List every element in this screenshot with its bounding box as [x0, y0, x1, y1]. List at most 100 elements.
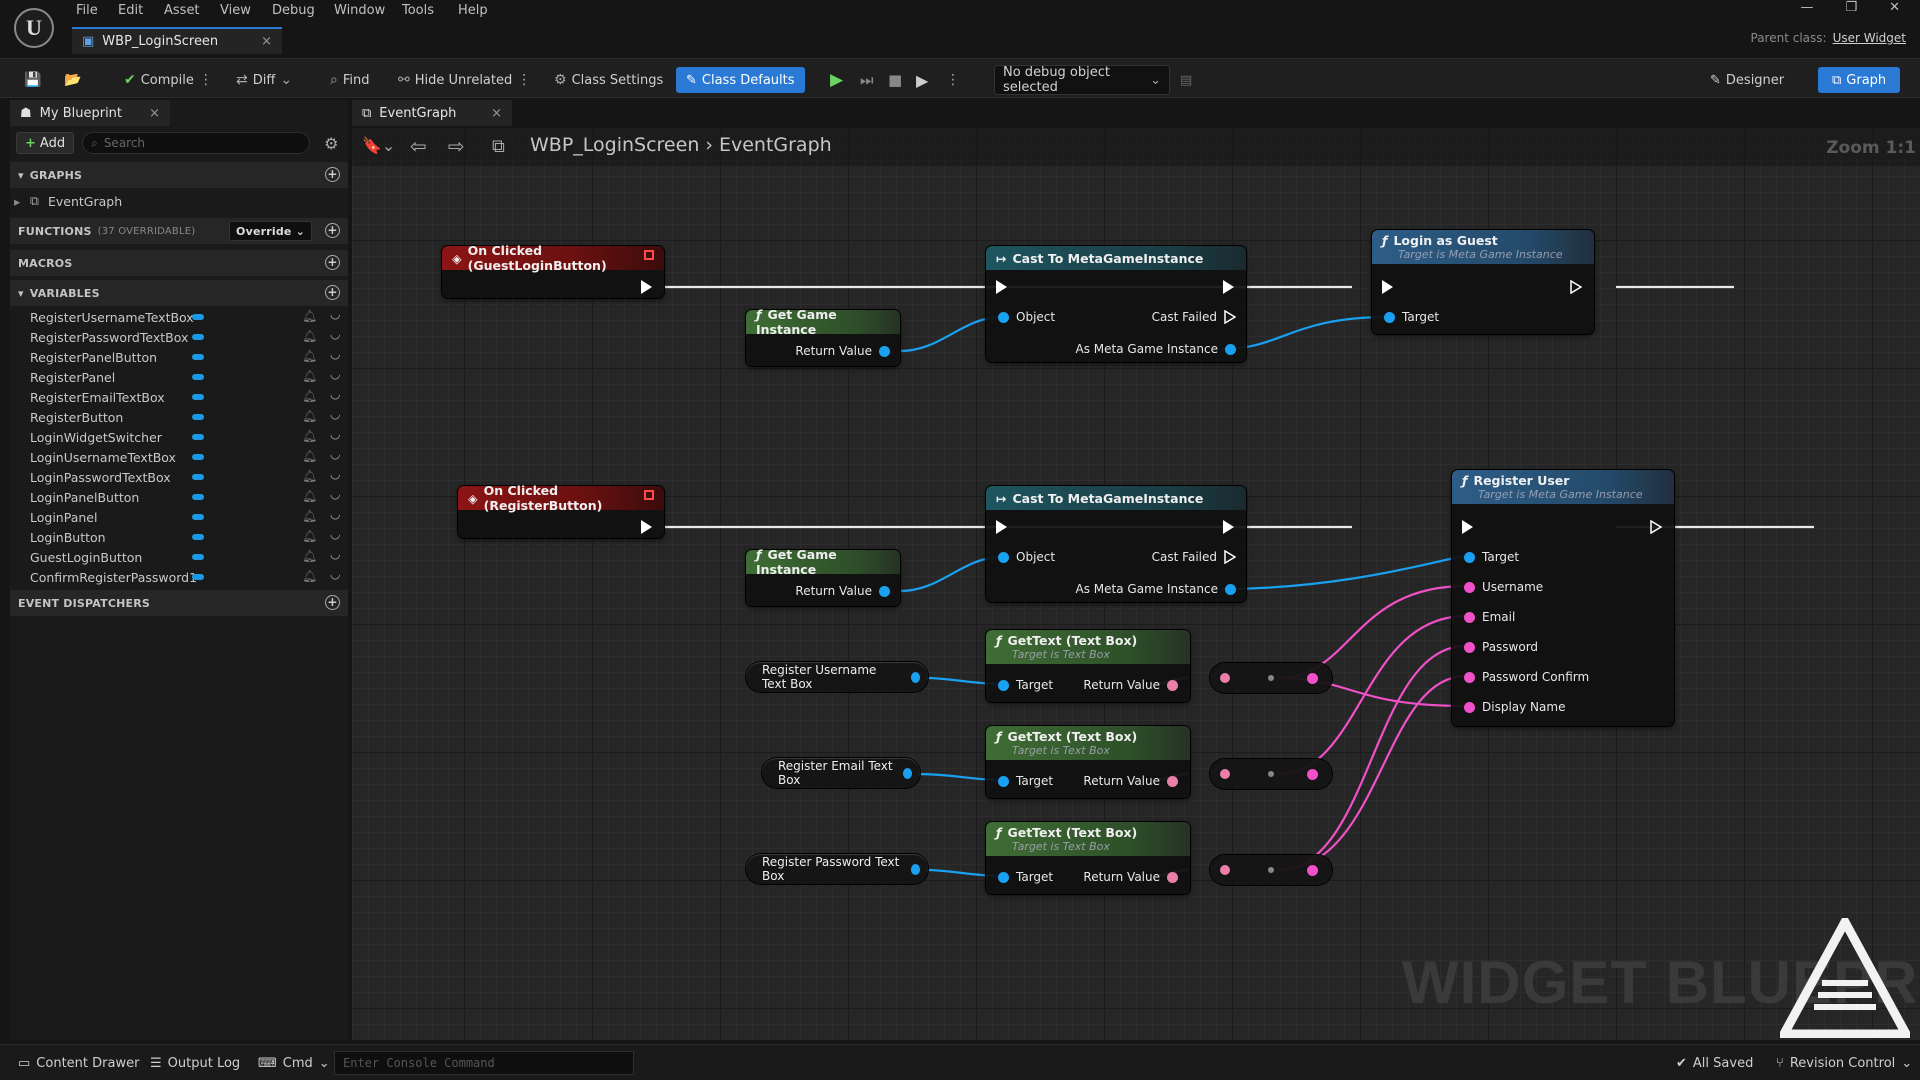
replication-icon[interactable]: 🔔︎ [302, 469, 318, 483]
class-settings-button[interactable]: ⚙ Class Settings [554, 67, 663, 93]
document-tab[interactable]: ▣ WBP_LoginScreen × [72, 27, 282, 54]
var-node-register-password[interactable]: Register Password Text Box [746, 854, 928, 884]
variable-item[interactable]: LoginPanel🔔︎◡ [10, 507, 348, 527]
visibility-eye-icon[interactable]: ◡ [330, 487, 341, 501]
gear-icon[interactable]: ⚙ [324, 133, 339, 153]
event-delegate-icon[interactable] [644, 490, 654, 500]
visibility-eye-icon[interactable]: ◡ [330, 567, 341, 581]
add-variable-icon[interactable]: + [325, 285, 340, 300]
exec-out-pin[interactable] [1223, 280, 1234, 294]
exec-in-pin[interactable] [1462, 520, 1473, 534]
step-icon[interactable]: ⏭ [860, 71, 874, 89]
cast-failed-pin[interactable]: Cast Failed [1152, 310, 1236, 324]
variable-item[interactable]: LoginButton🔔︎◡ [10, 527, 348, 547]
text-to-string-node[interactable] [1210, 663, 1332, 693]
replication-icon[interactable]: 🔔︎ [302, 509, 318, 523]
cmd-dropdown[interactable]: ⌨Cmd⌄ [258, 1053, 330, 1073]
password-confirm-pin[interactable]: Password Confirm [1464, 670, 1589, 684]
replication-icon[interactable]: 🔔︎ [302, 409, 318, 423]
replication-icon[interactable]: 🔔︎ [302, 529, 318, 543]
replication-icon[interactable]: 🔔︎ [302, 429, 318, 443]
return-value-pin[interactable]: Return Value [1083, 678, 1178, 692]
debug-object-select[interactable]: No debug object selected ⌄ [994, 65, 1170, 95]
class-defaults-button[interactable]: ✎ Class Defaults [676, 67, 805, 93]
visibility-eye-icon[interactable]: ◡ [330, 467, 341, 481]
more-options-icon[interactable]: ⋮ [946, 72, 960, 88]
return-value-pin[interactable]: Return Value [795, 344, 890, 358]
visibility-eye-icon[interactable]: ◡ [330, 327, 341, 341]
override-dropdown[interactable]: Override⌄ [229, 221, 312, 241]
email-pin[interactable]: Email [1464, 610, 1515, 624]
cast-node[interactable]: ↦Cast To MetaGameInstance Object Cast Fa… [986, 486, 1246, 602]
browse-icon[interactable]: 📂 [64, 72, 82, 88]
more-options-icon[interactable]: ⋮ [198, 72, 213, 88]
designer-button[interactable]: ✎ Designer [1710, 67, 1784, 93]
stop-icon[interactable]: ■ [888, 71, 903, 89]
add-dispatcher-icon[interactable]: + [325, 595, 340, 610]
text-to-string-node[interactable] [1210, 759, 1332, 789]
add-graph-icon[interactable]: + [325, 167, 340, 182]
replication-icon[interactable]: 🔔︎ [302, 449, 318, 463]
visibility-eye-icon[interactable]: ◡ [330, 507, 341, 521]
return-value-pin[interactable]: Return Value [1083, 774, 1178, 788]
minimize-button[interactable]: — [1800, 0, 1814, 15]
object-pin[interactable]: Object [998, 550, 1055, 564]
unreal-logo-icon[interactable]: U [14, 8, 54, 48]
revision-control-button[interactable]: ⑂Revision Control⌄ [1776, 1053, 1912, 1073]
variable-item[interactable]: RegisterPanelButton🔔︎◡ [10, 347, 348, 367]
exec-out-pin[interactable] [1570, 280, 1582, 294]
play-icon[interactable]: ▶ [830, 70, 844, 90]
save-icon[interactable]: 💾 [24, 72, 42, 88]
menu-file[interactable]: File [76, 3, 98, 18]
replication-icon[interactable]: 🔔︎ [302, 349, 318, 363]
target-pin[interactable]: Target [998, 774, 1053, 788]
compile-button[interactable]: ✔ Compile ⋮ [124, 67, 213, 93]
variable-item[interactable]: ConfirmRegisterPassword1🔔︎◡ [10, 567, 348, 587]
variable-item[interactable]: GuestLoginButton🔔︎◡ [10, 547, 348, 567]
my-blueprint-tab[interactable]: ☗ My Blueprint × [10, 100, 170, 126]
breadcrumb-graph[interactable]: EventGraph [718, 134, 832, 156]
section-functions[interactable]: FUNCTIONS(37 OVERRIDABLE) Override⌄ + [10, 218, 348, 244]
eventgraph-tab[interactable]: ⧉ EventGraph × [352, 100, 512, 126]
menu-help[interactable]: Help [458, 3, 488, 18]
graph-button[interactable]: ⧉ Graph [1818, 67, 1901, 93]
menu-asset[interactable]: Asset [164, 3, 200, 18]
cast-node[interactable]: ↦Cast To MetaGameInstance Object Cast Fa… [986, 246, 1246, 362]
hide-unrelated-button[interactable]: ⚯ Hide Unrelated ⋮ [398, 67, 531, 93]
replication-icon[interactable]: 🔔︎ [302, 329, 318, 343]
event-node-register[interactable]: ◈ On Clicked (RegisterButton) [458, 483, 664, 538]
replication-icon[interactable]: 🔔︎ [302, 369, 318, 383]
target-pin[interactable]: Target [1384, 310, 1439, 324]
close-icon[interactable]: × [491, 105, 502, 121]
close-window-button[interactable]: ✕ [1889, 0, 1900, 15]
variable-item[interactable]: RegisterPasswordTextBox🔔︎◡ [10, 327, 348, 347]
variable-item[interactable]: LoginUsernameTextBox🔔︎◡ [10, 447, 348, 467]
username-pin[interactable]: Username [1464, 580, 1543, 594]
var-node-register-username[interactable]: Register Username Text Box [746, 662, 928, 692]
more-options-icon[interactable]: ⋮ [517, 72, 532, 88]
event-delegate-icon[interactable] [644, 250, 654, 260]
visibility-eye-icon[interactable]: ◡ [330, 527, 341, 541]
add-function-icon[interactable]: + [325, 223, 340, 238]
exec-out-pin[interactable] [641, 280, 652, 294]
close-icon[interactable]: × [261, 34, 272, 49]
output-log-button[interactable]: ☰Output Log [150, 1053, 240, 1073]
variable-item[interactable]: LoginPasswordTextBox🔔︎◡ [10, 467, 348, 487]
close-icon[interactable]: × [149, 105, 160, 121]
replication-icon[interactable]: 🔔︎ [302, 489, 318, 503]
target-pin[interactable]: Target [1464, 550, 1519, 564]
menu-view[interactable]: View [220, 3, 251, 18]
exec-out-pin[interactable] [1650, 520, 1662, 534]
as-meta-pin[interactable]: As Meta Game Instance [1076, 582, 1236, 596]
variable-item[interactable]: RegisterButton🔔︎◡ [10, 407, 348, 427]
content-drawer-button[interactable]: ▭Content Drawer [18, 1053, 139, 1073]
find-button[interactable]: ⌕ Find [330, 67, 369, 93]
breadcrumb-blueprint[interactable]: WBP_LoginScreen [530, 134, 700, 156]
visibility-eye-icon[interactable]: ◡ [330, 387, 341, 401]
exec-in-pin[interactable] [996, 520, 1007, 534]
console-input[interactable]: Enter Console Command [334, 1051, 634, 1075]
